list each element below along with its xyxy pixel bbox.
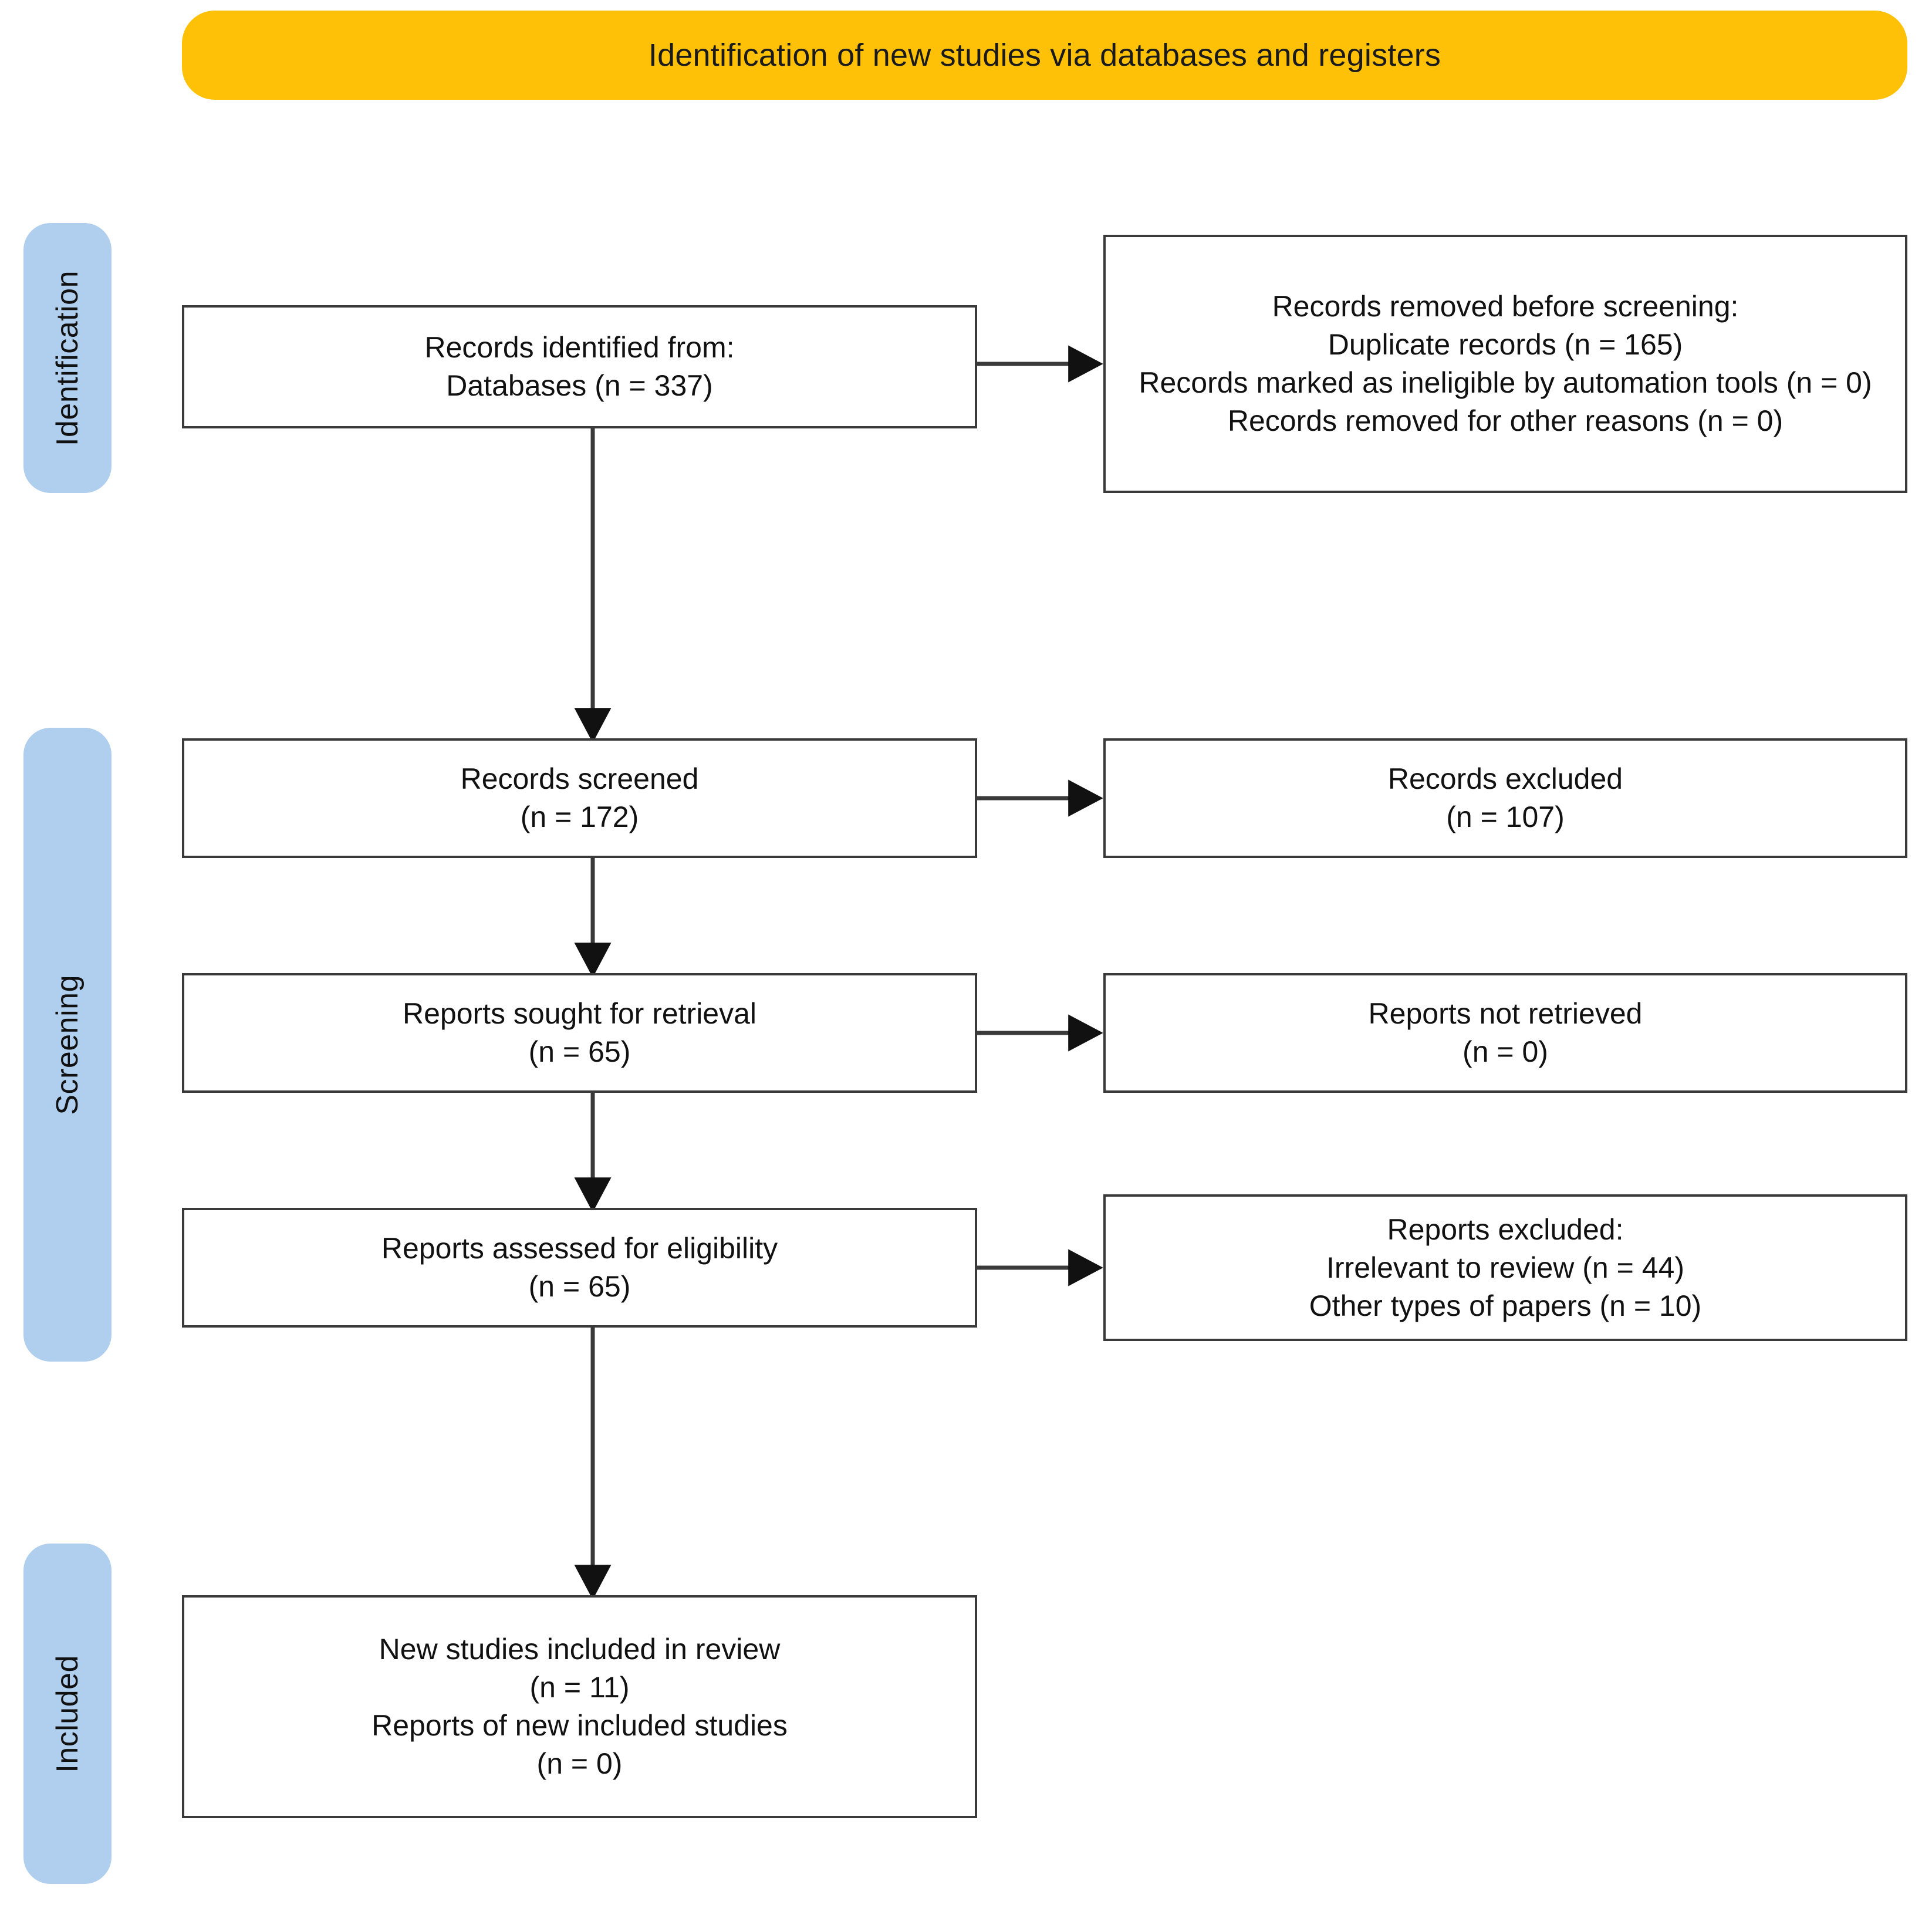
box-line: Other types of papers (n = 10): [1309, 1289, 1702, 1322]
box-line: Records removed before screening:: [1272, 290, 1739, 323]
box-line: (n = 65): [528, 1270, 631, 1303]
box-line: (n = 65): [528, 1035, 631, 1068]
box-line: Reports of new included studies: [371, 1709, 788, 1742]
box-new-studies-included: New studies included in review (n = 11) …: [182, 1595, 977, 1818]
box-reports-not-retrieved: Reports not retrieved (n = 0): [1103, 973, 1907, 1093]
box-records-removed-before-screening: Records removed before screening: Duplic…: [1103, 235, 1907, 493]
stage-label-screening: Screening: [50, 974, 85, 1115]
box-line: (n = 107): [1446, 801, 1565, 833]
stage-label-included: Included: [50, 1654, 85, 1773]
box-line: Records excluded: [1387, 762, 1623, 795]
stage-pill-included: Included: [23, 1544, 112, 1884]
box-line: Databases (n = 337): [446, 369, 713, 402]
banner-title: Identification of new studies via databa…: [648, 37, 1441, 73]
stage-pill-identification: Identification: [23, 223, 112, 493]
box-line: New studies included in review: [379, 1633, 781, 1666]
box-reports-excluded: Reports excluded: Irrelevant to review (…: [1103, 1194, 1907, 1341]
identification-banner: Identification of new studies via databa…: [182, 11, 1907, 100]
box-reports-sought-for-retrieval: Reports sought for retrieval (n = 65): [182, 973, 977, 1093]
box-line: Reports not retrieved: [1368, 997, 1643, 1030]
stage-pill-screening: Screening: [23, 728, 112, 1362]
box-reports-assessed-for-eligibility: Reports assessed for eligibility (n = 65…: [182, 1208, 977, 1328]
box-line: (n = 0): [536, 1747, 623, 1780]
box-records-identified: Records identified from: Databases (n = …: [182, 305, 977, 428]
box-line: Records removed for other reasons (n = 0…: [1227, 404, 1784, 437]
box-line: (n = 11): [529, 1671, 630, 1704]
box-records-screened: Records screened (n = 172): [182, 738, 977, 858]
box-line: Irrelevant to review (n = 44): [1326, 1251, 1684, 1284]
box-records-excluded: Records excluded (n = 107): [1103, 738, 1907, 858]
box-line: Records marked as ineligible by automati…: [1139, 366, 1872, 399]
box-line: Reports assessed for eligibility: [381, 1232, 778, 1265]
box-line: Records identified from:: [424, 331, 735, 364]
box-line: Duplicate records (n = 165): [1328, 328, 1683, 361]
box-line: Records screened: [460, 762, 699, 795]
stage-label-identification: Identification: [50, 270, 85, 446]
box-line: (n = 0): [1462, 1035, 1548, 1068]
box-line: Reports sought for retrieval: [402, 997, 757, 1030]
box-line: (n = 172): [520, 801, 639, 833]
box-line: Reports excluded:: [1387, 1213, 1624, 1246]
